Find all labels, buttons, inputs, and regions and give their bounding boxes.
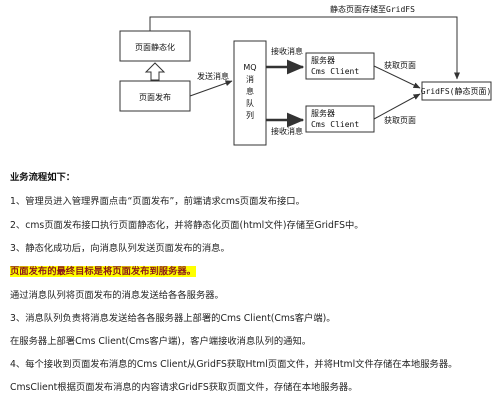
mq-label-2: 息 [246,86,254,96]
server-box-bottom [305,105,375,133]
page-static-label: 页面静态化 [135,42,175,52]
mq-label-0: MQ [243,63,256,72]
note-1: 通过消息队列将页面发布的消息发送给各各服务器。 [10,290,224,301]
get-page-bottom-label: 获取页面 [384,115,416,125]
highlight-note: 页面发布的最终目标是将页面发布到服务器。 [10,266,196,278]
publish-flow-diagram: 静态页面存储至GridFS 页面静态化 页面发布 发送消息 MQ 消 息 队 列… [119,4,492,146]
send-message-label: 发送消息 [197,71,229,81]
highlight-text: 页面发布的最终目标是将页面发布到服务器。 [10,266,196,277]
server-bottom-get-page-arrow [373,93,421,120]
step-1: 1、管理员进入管理界面点击“页面发布”，前端请求cms页面发布接口。 [10,196,305,207]
gridfs-label: GridFS(静态页面) [421,86,492,96]
page-static-box [119,30,191,62]
step-4: 4、每个接收到页面发布消息的Cms Client从GridFS获取Html页面文… [10,359,458,370]
server-top-title: 服务器 [311,55,335,65]
server-top-get-page-arrow [373,65,421,89]
get-page-top-label: 获取页面 [384,60,416,70]
server-bottom-title: 服务器 [311,108,335,118]
static-up-arrow [144,62,166,81]
note-3: CmsClient根据页面发布消息的内容请求GridFS获取页面文件，存储在本地… [10,382,358,393]
gridfs-box [421,81,492,101]
process-heading: 业务流程如下： [10,172,76,183]
page-publish-label: 页面发布 [139,92,171,102]
server-bottom-client: Cms Client [311,120,359,129]
receive-bottom-label: 接收消息 [271,126,303,136]
mq-label-4: 列 [246,110,254,120]
step-3b: 3、消息队列负责将消息发送给各各服务器上部署的Cms Client(Cms客户端… [10,313,336,324]
page-publish-box [119,80,191,112]
server-top-client: Cms Client [311,67,359,76]
note-2: 在服务器上部署Cms Client(Cms客户端)，客户端接收消息队列的通知。 [10,336,312,347]
top-label: 静态页面存储至GridFS [330,4,415,14]
mq-label-1: 消 [246,74,254,84]
mq-label-3: 队 [246,98,254,108]
mq-box [233,40,267,146]
receive-top-label: 接收消息 [271,46,303,56]
store-gridfs-arrow [149,16,460,80]
step-2: 2、cms页面发布接口执行页面静态化，并将静态化页面(html文件)存储至Gri… [10,220,364,231]
step-3: 3、静态化成功后，向消息队列发送页面发布的消息。 [10,243,230,254]
send-message-arrow [189,80,233,97]
